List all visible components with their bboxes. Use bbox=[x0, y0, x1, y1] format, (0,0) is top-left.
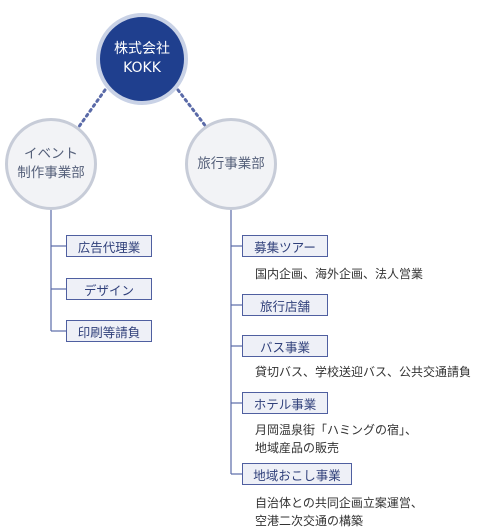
root-line2: KOKK bbox=[123, 60, 161, 76]
event-item-printing: 印刷等請負 bbox=[66, 320, 152, 342]
travel-item-store: 旅行店舗 bbox=[242, 294, 328, 316]
travel-item-hotel: ホテル事業 bbox=[242, 392, 328, 414]
branch-travel-line1: 旅行事業部 bbox=[197, 155, 265, 172]
branch-event-line1: イベント bbox=[24, 146, 78, 162]
connector-root-event bbox=[76, 88, 107, 130]
travel-item-regional-desc-2: 空港二次交通の構築 bbox=[255, 514, 364, 528]
connector-root-travel bbox=[176, 88, 209, 130]
travel-item-bus-desc: 貸切バス、学校送迎バス、公共交通請負 bbox=[255, 365, 472, 379]
travel-item-regional-desc-1: 自治体との共同企画立案運営、 bbox=[255, 496, 423, 510]
branch-event: イベント 制作事業部 bbox=[5, 118, 97, 210]
travel-item-hotel-desc-2: 地域産品の販売 bbox=[255, 441, 340, 455]
root-line1: 株式会社 bbox=[114, 41, 170, 57]
branch-travel: 旅行事業部 bbox=[185, 118, 277, 210]
event-item-ad-agency: 広告代理業 bbox=[66, 235, 152, 257]
branch-event-line2: 制作事業部 bbox=[17, 165, 85, 181]
travel-item-regional: 地域おこし事業 bbox=[242, 463, 352, 485]
root-node: 株式会社 KOKK bbox=[96, 13, 188, 105]
travel-item-bus: バス事業 bbox=[242, 335, 328, 357]
travel-item-tour-desc: 国内企画、海外企画、法人営業 bbox=[255, 267, 424, 281]
event-item-design: デザイン bbox=[66, 278, 152, 300]
travel-item-tour: 募集ツアー bbox=[242, 235, 328, 257]
travel-item-hotel-desc-1: 月岡温泉街「ハミングの宿」、 bbox=[255, 423, 418, 437]
